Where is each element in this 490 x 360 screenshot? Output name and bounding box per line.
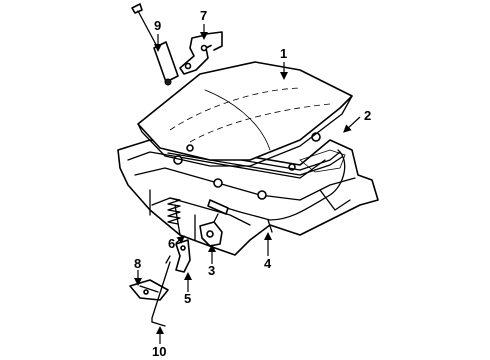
callout-1: 1 [280,46,288,80]
svg-text:8: 8 [134,256,141,271]
hood-latch [199,213,223,247]
svg-text:7: 7 [200,8,207,23]
callout-10: 10 [152,326,166,359]
callout-8: 8 [134,256,142,286]
hood-hinge [179,31,223,75]
callout-9: 9 [154,18,162,52]
svg-text:1: 1 [280,46,287,61]
svg-text:4: 4 [264,256,272,271]
svg-text:6: 6 [168,236,175,251]
callout-3: 3 [208,244,216,278]
hood-latch-spring [167,197,181,225]
svg-text:5: 5 [184,291,191,306]
hood-prop-rod [151,255,171,327]
svg-text:9: 9 [154,18,161,33]
svg-text:3: 3 [208,263,215,278]
safety-catch [175,239,191,273]
callout-4: 4 [264,232,272,271]
hood-panel [137,61,353,167]
svg-text:2: 2 [364,108,371,123]
hood-release-cable [207,149,346,233]
callout-5: 5 [184,272,192,306]
callout-6: 6 [168,235,186,251]
svg-text:10: 10 [152,344,166,359]
hood-support-strut [131,3,179,86]
callout-2: 2 [343,108,371,133]
hood-release-handle [129,279,169,301]
callout-7: 7 [200,8,208,40]
